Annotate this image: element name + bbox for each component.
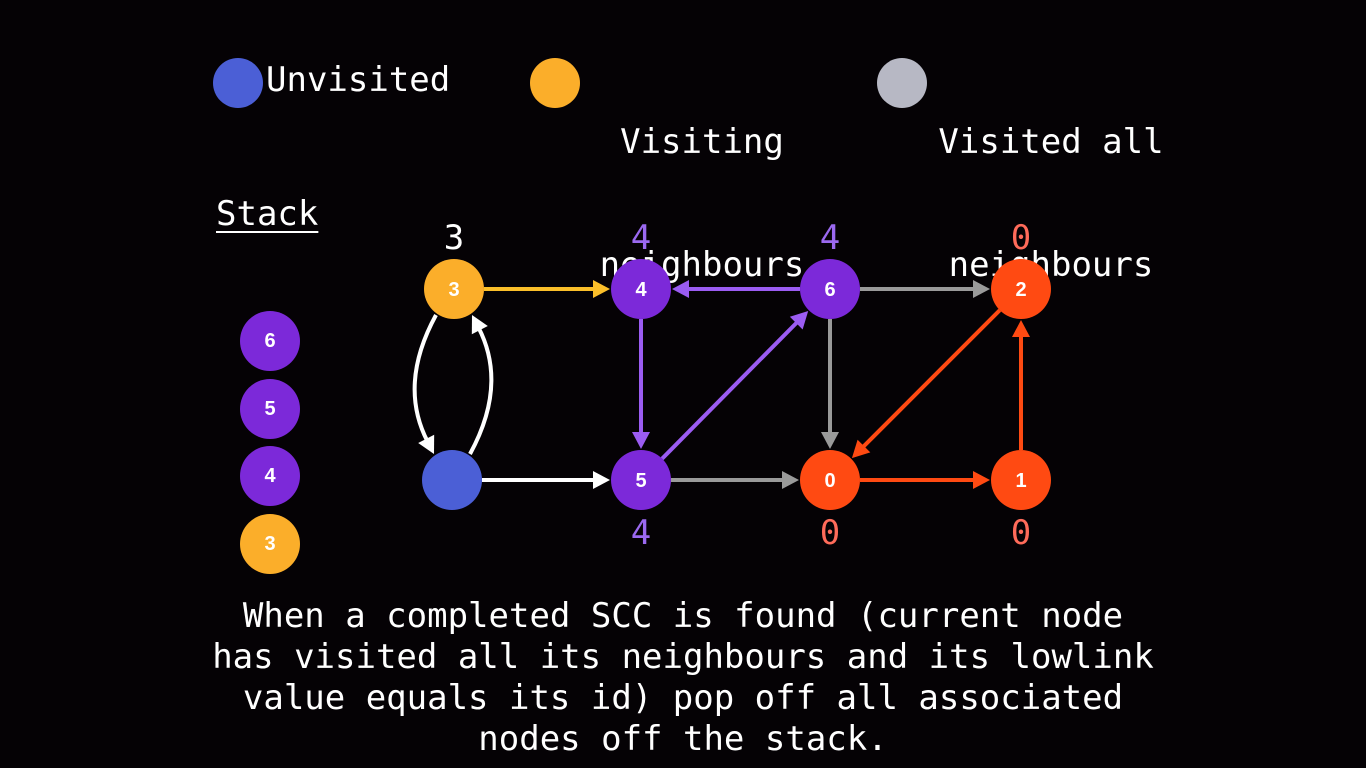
node-label: 2 <box>1015 279 1026 301</box>
lowlink-label: 4 <box>631 513 651 553</box>
caption-line-3: value equals its id) pop off all associa… <box>242 678 1124 718</box>
caption: When a completed SCC is found (current n… <box>0 596 1366 760</box>
arrow-head <box>973 471 990 489</box>
edge-2-to-0 <box>851 308 1002 459</box>
node-5: 54 <box>611 450 671 553</box>
edge-7-to-5 <box>482 471 610 489</box>
stack-item-6: 6 <box>240 311 300 371</box>
edge-line <box>468 326 494 455</box>
stack-item-4: 4 <box>240 446 300 506</box>
node-circle <box>611 259 671 319</box>
arrow-head <box>851 439 871 459</box>
node-circle <box>424 259 484 319</box>
edge-1-to-2 <box>1012 320 1030 450</box>
edges-layer <box>412 280 1030 489</box>
arrow-head <box>672 280 689 298</box>
edge-6-to-2 <box>860 280 990 298</box>
legend-visiting-label-line1: Visiting <box>620 122 784 162</box>
edge-6-to-4 <box>672 280 800 298</box>
arrow-head <box>821 432 839 449</box>
lowlink-label: 0 <box>1011 218 1031 258</box>
lowlink-label: 0 <box>820 513 840 553</box>
lowlink-label: 0 <box>1011 513 1031 553</box>
node-0: 00 <box>800 450 860 553</box>
node-circle <box>800 450 860 510</box>
edge-line <box>860 308 1002 450</box>
node-7 <box>422 450 482 510</box>
arrow-head <box>418 434 435 454</box>
caption-line-4: nodes off the stack. <box>478 719 888 759</box>
stack-item-3: 3 <box>240 514 300 574</box>
legend-visited-all-dot <box>877 58 927 108</box>
node-label: 5 <box>635 470 646 492</box>
edge-6-to-0 <box>821 319 839 449</box>
node-circle <box>422 450 482 510</box>
lowlink-label: 4 <box>631 218 651 258</box>
node-label: 4 <box>635 279 647 301</box>
edge-3-to-4 <box>484 280 610 298</box>
legend-unvisited-label: Unvisited <box>266 60 451 100</box>
lowlink-label: 3 <box>444 218 464 258</box>
legend-visiting-dot <box>530 58 580 108</box>
edge-0-to-1 <box>860 471 990 489</box>
node-2: 20 <box>991 218 1051 319</box>
stack-title: Stack <box>216 194 319 234</box>
arrow-head <box>593 471 610 489</box>
lowlink-label: 4 <box>820 218 840 258</box>
legend-visited-all-label: Visited all neighbours <box>926 40 1176 327</box>
edge-line <box>660 319 800 461</box>
arrow-head <box>471 315 488 335</box>
arrow-head <box>782 471 799 489</box>
arrow-head <box>1012 320 1030 337</box>
arrow-head <box>973 280 990 298</box>
node-1: 10 <box>991 450 1051 553</box>
arrow-head <box>789 311 809 330</box>
edge-line <box>412 314 438 443</box>
caption-line-1: When a completed SCC is found (current n… <box>242 596 1124 636</box>
node-label: 3 <box>448 279 459 301</box>
node-circle <box>800 259 860 319</box>
node-circle <box>611 450 671 510</box>
legend-visited-all-label-line2: neighbours <box>948 245 1154 285</box>
node-6: 64 <box>800 218 860 319</box>
legend-visited-all-label-line1: Visited all <box>938 122 1164 162</box>
legend-unvisited-dot <box>213 58 263 108</box>
arrow-head <box>593 280 610 298</box>
node-circle <box>991 259 1051 319</box>
node-4: 44 <box>611 218 671 319</box>
edge-4-to-5 <box>632 319 650 449</box>
edge-7-to-3 <box>468 315 494 455</box>
stack-item-5: 5 <box>240 379 300 439</box>
node-3: 33 <box>424 218 484 319</box>
arrow-head <box>632 432 650 449</box>
node-label: 1 <box>1015 470 1026 492</box>
edge-5-to-6 <box>660 311 809 461</box>
edge-5-to-0 <box>671 471 799 489</box>
node-label: 0 <box>824 470 835 492</box>
caption-line-2: has visited all its neighbours and its l… <box>212 637 1154 677</box>
node-label: 6 <box>824 279 835 301</box>
edge-3-to-7 <box>412 314 438 454</box>
node-circle <box>991 450 1051 510</box>
